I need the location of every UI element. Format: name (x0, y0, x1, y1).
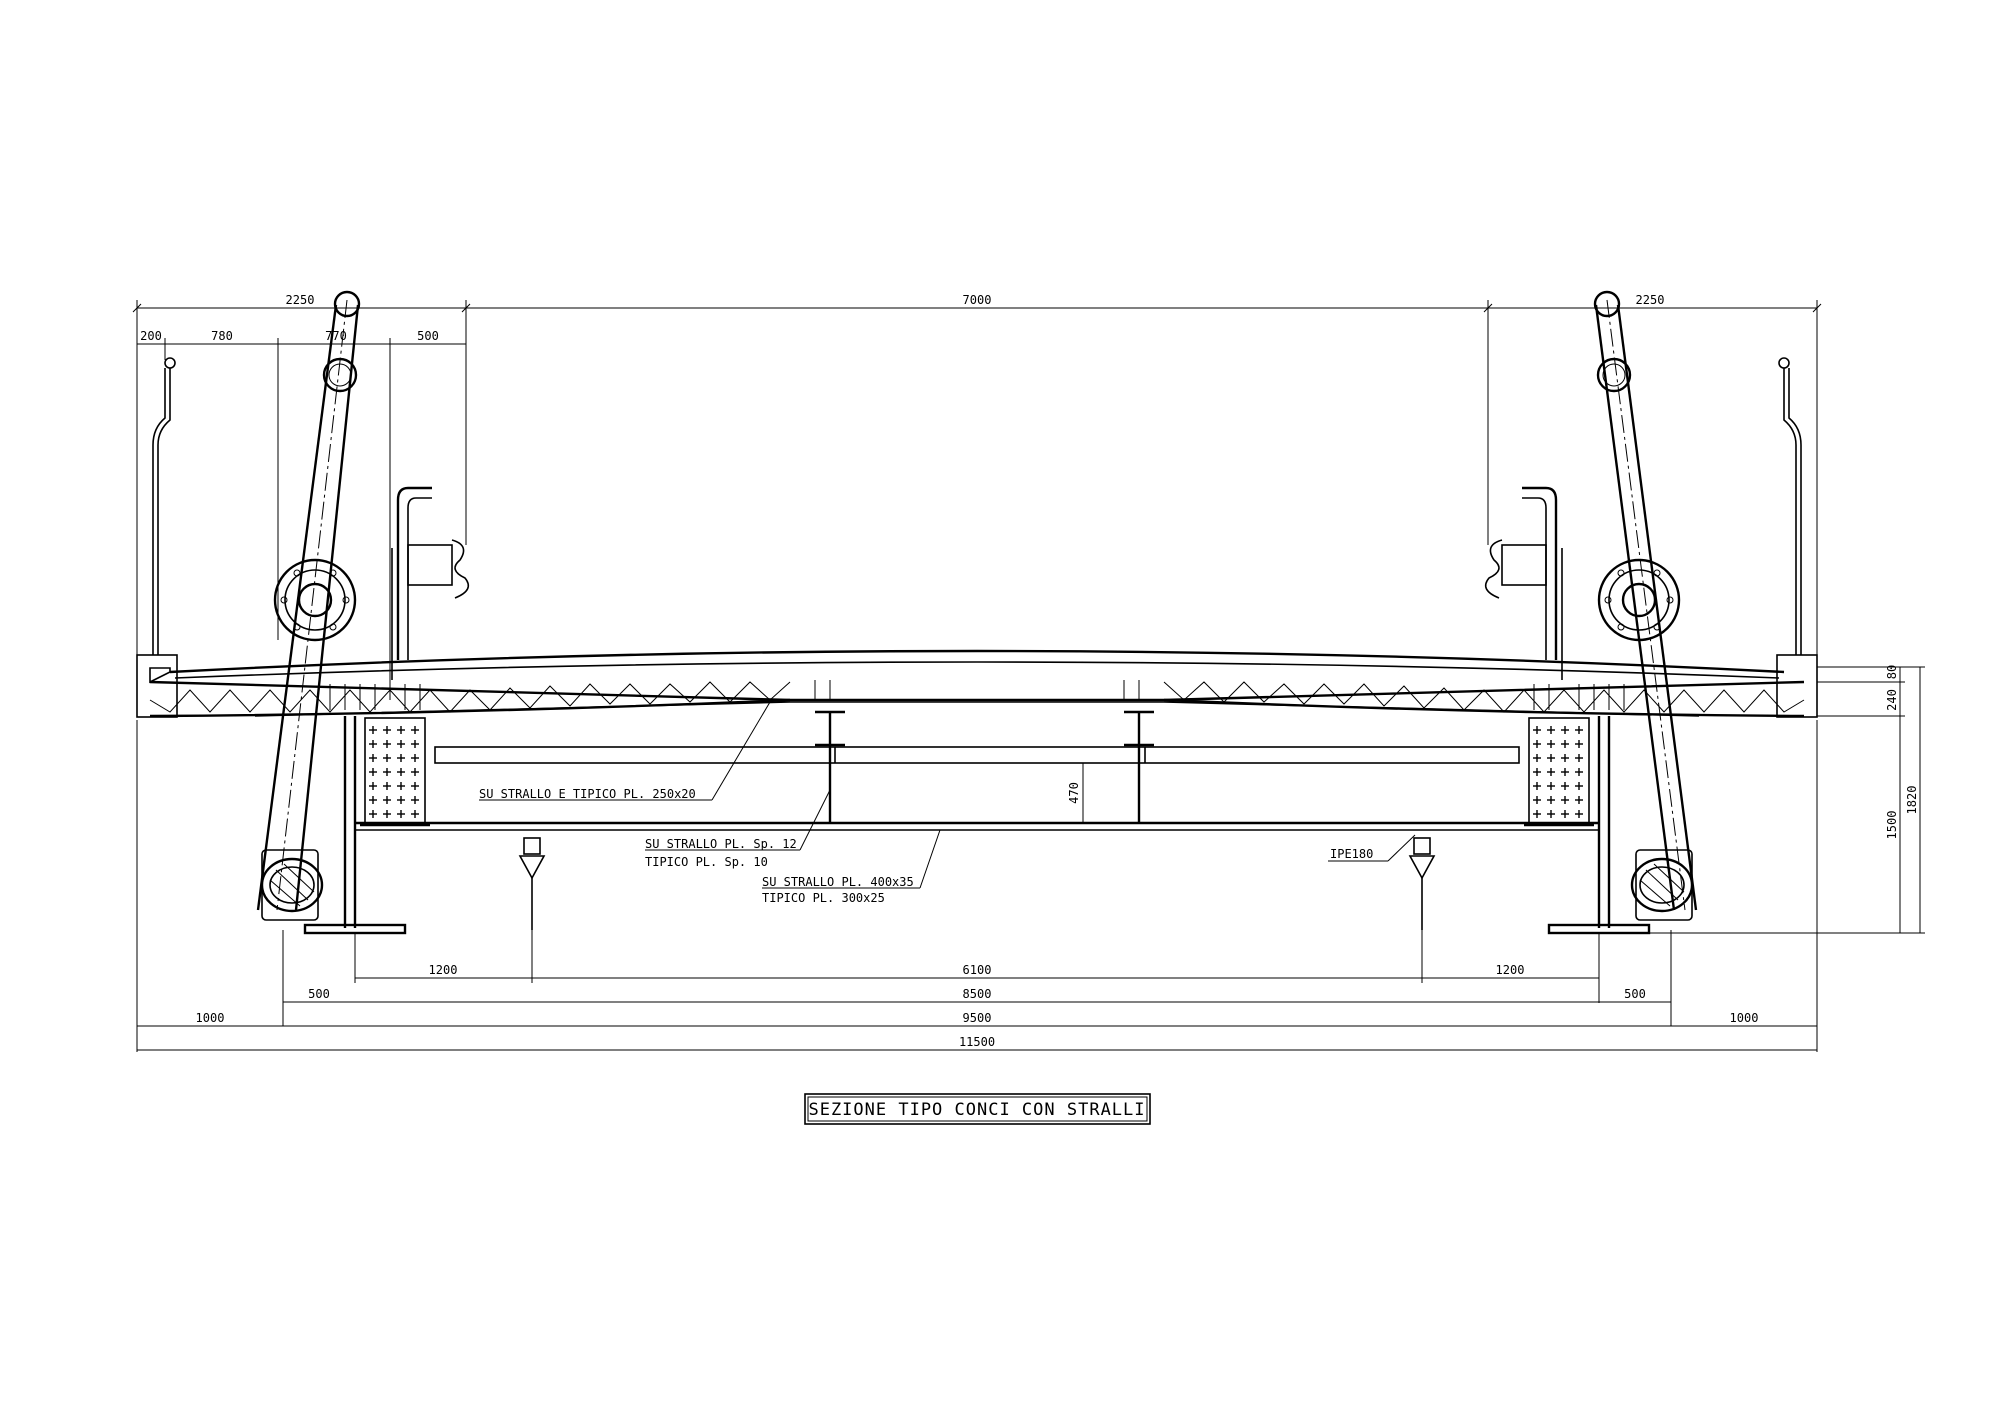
left-hanger (518, 837, 546, 930)
stringers (815, 710, 1154, 823)
label-flange-line2: TIPICO PL. 300x25 (762, 891, 885, 905)
left-main-girder (303, 716, 430, 935)
dim-row3-b: 9500 (963, 1011, 992, 1025)
dim-left-sub-d: 500 (417, 329, 439, 343)
right-dimension-chain: 240 80 1500 1820 (1650, 665, 1925, 934)
dim-row1-c: 1200 (1496, 963, 1525, 977)
label-web-line2: TIPICO PL. Sp. 10 (645, 855, 768, 869)
right-parapet (1778, 357, 1802, 655)
inner-dimension: 470 (1067, 763, 1084, 823)
dim-right-slab-a: 240 (1885, 689, 1899, 711)
dim-left-sub-b: 780 (211, 329, 233, 343)
drawing-title: SEZIONE TIPO CONCI CON STRALLI (808, 1100, 1145, 1120)
dim-right-slab-b: 80 (1885, 665, 1899, 679)
label-web-line1: SU STRALLO PL. Sp. 12 (645, 837, 797, 851)
dim-row3-a: 1000 (196, 1011, 225, 1025)
shear-studs (329, 680, 1625, 710)
left-anchor-pipe (260, 849, 324, 921)
cross-beam (355, 746, 1599, 831)
dim-right-depth-b: 1820 (1905, 786, 1919, 815)
dim-row2-c: 500 (1624, 987, 1646, 1001)
right-guardrail (1484, 486, 1563, 680)
top-dimension-chain: 2250 7000 2250 200 780 770 500 (132, 293, 1822, 700)
bottom-dimension-chain: 1200 6100 1200 500 8500 500 1000 9500 10… (136, 720, 1818, 1052)
dim-row4-total: 11500 (959, 1035, 995, 1049)
label-ipe: IPE180 (1330, 847, 1373, 861)
left-bolt-grid (369, 726, 419, 818)
dim-left-sub-a: 200 (140, 329, 162, 343)
dim-right-depth-a: 1500 (1885, 811, 1899, 840)
left-stay-cable (256, 290, 361, 911)
dim-left-overhang: 2250 (286, 293, 315, 307)
right-main-girder (1524, 716, 1651, 935)
deck-slab (136, 649, 1818, 718)
dim-row2-b: 8500 (963, 987, 992, 1001)
drawing-title-block: SEZIONE TIPO CONCI CON STRALLI (804, 1093, 1151, 1125)
dim-inner-depth: 470 (1067, 782, 1081, 804)
label-flange-line1: SU STRALLO PL. 400x35 (762, 875, 914, 889)
right-stay-cable (1593, 290, 1698, 911)
right-bolt-grid (1533, 726, 1583, 818)
left-guardrail (391, 486, 470, 680)
right-hanger (1408, 837, 1436, 930)
dim-center-span: 7000 (963, 293, 992, 307)
dim-row1-b: 6100 (963, 963, 992, 977)
left-parapet (152, 357, 176, 655)
dim-row1-a: 1200 (429, 963, 458, 977)
label-plate-top: SU STRALLO E TIPICO PL. 250x20 (479, 787, 696, 801)
right-anchor-pipe (1630, 849, 1694, 921)
annotations: SU STRALLO E TIPICO PL. 250x20 SU STRALL… (479, 701, 1416, 905)
dim-row2-a: 500 (308, 987, 330, 1001)
dim-row3-c: 1000 (1730, 1011, 1759, 1025)
dim-right-overhang: 2250 (1636, 293, 1665, 307)
